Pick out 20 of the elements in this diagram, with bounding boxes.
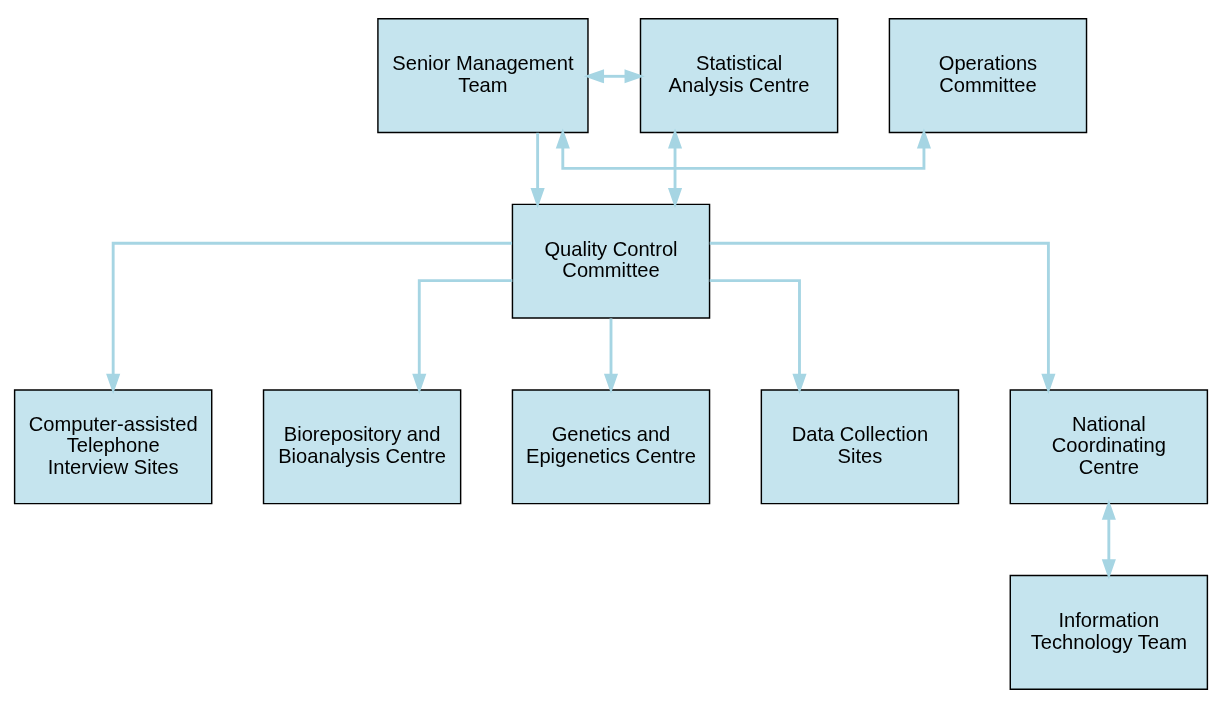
arrow [603, 317, 619, 394]
node-box: Information Technology Team [1009, 574, 1209, 690]
arrow [709, 278, 807, 394]
node-box: Data Collection Sites [760, 388, 960, 504]
node-box: Computer-assisted Telephone Interview Sites [13, 388, 213, 504]
node-box: Operations Committee [888, 17, 1088, 133]
arrow [530, 132, 545, 208]
arrow [1101, 499, 1116, 579]
node-box: Quality Control Committee [511, 203, 711, 319]
arrow [555, 127, 931, 170]
arrow [106, 241, 513, 394]
arrow [667, 127, 683, 208]
node-box: Biorepository and Bioanalysis Centre [262, 388, 462, 504]
node-box: Genetics and Epigenetics Centre [511, 388, 711, 504]
arrow [583, 68, 645, 83]
node-box: Senior Management Team [377, 17, 589, 133]
node-box: Statistical Analysis Centre [639, 17, 839, 133]
arrow [412, 278, 513, 394]
arrow [709, 241, 1056, 394]
node-box: National Coordinating Centre [1009, 388, 1209, 504]
